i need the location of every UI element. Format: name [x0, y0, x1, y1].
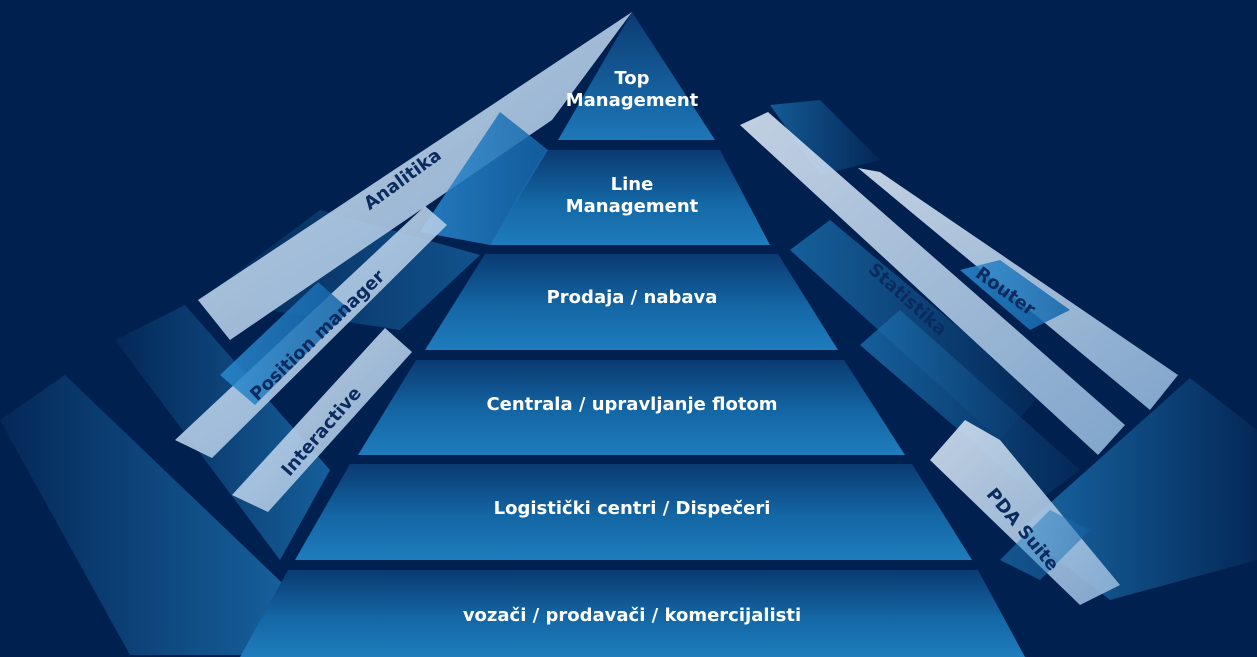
band-pda-shape	[930, 420, 1120, 605]
band-statistika-shape	[740, 112, 1125, 455]
right-back-block-3	[860, 310, 1080, 500]
band-analitika-shape	[198, 12, 632, 340]
band-interactive-shape	[232, 328, 412, 512]
tier-label-line-management: Line Management	[566, 174, 699, 218]
left-back-block-2	[0, 375, 300, 655]
band-analitika-blue	[420, 112, 548, 245]
tier-shape-3	[425, 254, 838, 350]
tier-label-logisticki-centri: Logistički centri / Dispečeri	[493, 498, 771, 519]
tier-label-prodaja-nabava: Prodaja / nabava	[546, 287, 718, 308]
tier-shape-6	[240, 570, 1025, 657]
tier-shape-2	[490, 150, 770, 245]
band-position-blue	[220, 282, 350, 405]
right-back-block-1	[770, 100, 880, 175]
tier-label-top-management-line1: Top	[614, 68, 650, 89]
tier-shape-5	[295, 464, 972, 560]
tier-shape-1	[558, 12, 715, 140]
tier-label-centrala: Centrala / upravljanje flotom	[486, 394, 778, 415]
tier-label-line-management-line2: Management	[565, 196, 699, 217]
tier-label-top-management-line2: Management	[565, 90, 699, 111]
tier-label-vozaci: vozači / prodavači / komercijalisti	[462, 605, 802, 626]
tier-label-line-management-line1: Line	[610, 174, 654, 195]
band-router-blue	[960, 260, 1070, 330]
tier-shape-4	[358, 360, 905, 455]
tier-label-top-management: Top Management	[566, 68, 699, 112]
band-pda-blue	[1000, 510, 1090, 580]
